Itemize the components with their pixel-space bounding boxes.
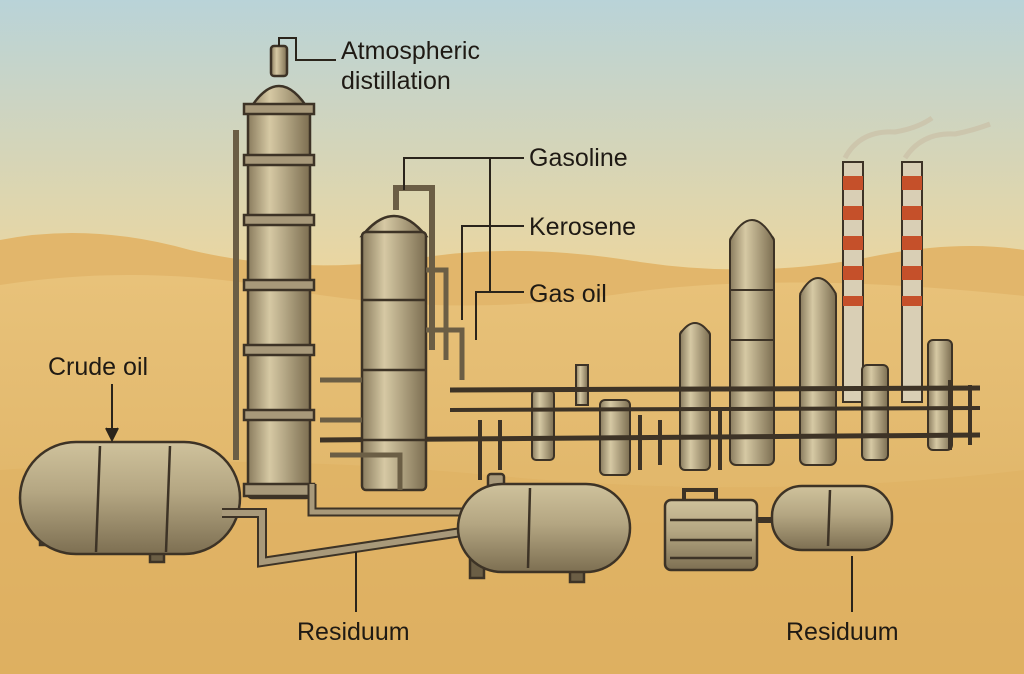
smokestack-left <box>842 115 934 403</box>
small-box-unit <box>663 488 759 572</box>
crude-oil-tank <box>18 440 242 564</box>
leader-gasoline <box>403 157 524 190</box>
smokestack-right <box>901 121 991 403</box>
residuum-tank-right <box>757 484 894 552</box>
label-crude-oil: Crude oil <box>48 353 149 381</box>
label-atmospheric-line1: Atmospheric <box>341 37 480 65</box>
label-residuum-left: Residuum <box>297 618 410 646</box>
arrow-crude-oil <box>105 427 119 443</box>
leader-atmospheric <box>278 37 336 61</box>
leader-kerosene-branch <box>461 225 490 320</box>
label-gasoline: Gasoline <box>529 144 628 172</box>
atmospheric-distillation-column <box>233 44 316 500</box>
residuum-tank-middle <box>456 472 632 584</box>
label-kerosene: Kerosene <box>529 213 637 241</box>
feed-pipe <box>222 484 476 568</box>
leader-gas-oil-branch <box>475 291 490 340</box>
label-residuum-right: Residuum <box>786 618 899 646</box>
label-atmospheric-distillation: Atmospheric distillation <box>341 36 480 96</box>
background-units <box>319 219 981 480</box>
label-gas-oil: Gas oil <box>529 280 607 308</box>
fraction-tower <box>320 185 465 492</box>
label-atmospheric-line2: distillation <box>341 67 451 95</box>
leader-lines <box>105 37 853 612</box>
